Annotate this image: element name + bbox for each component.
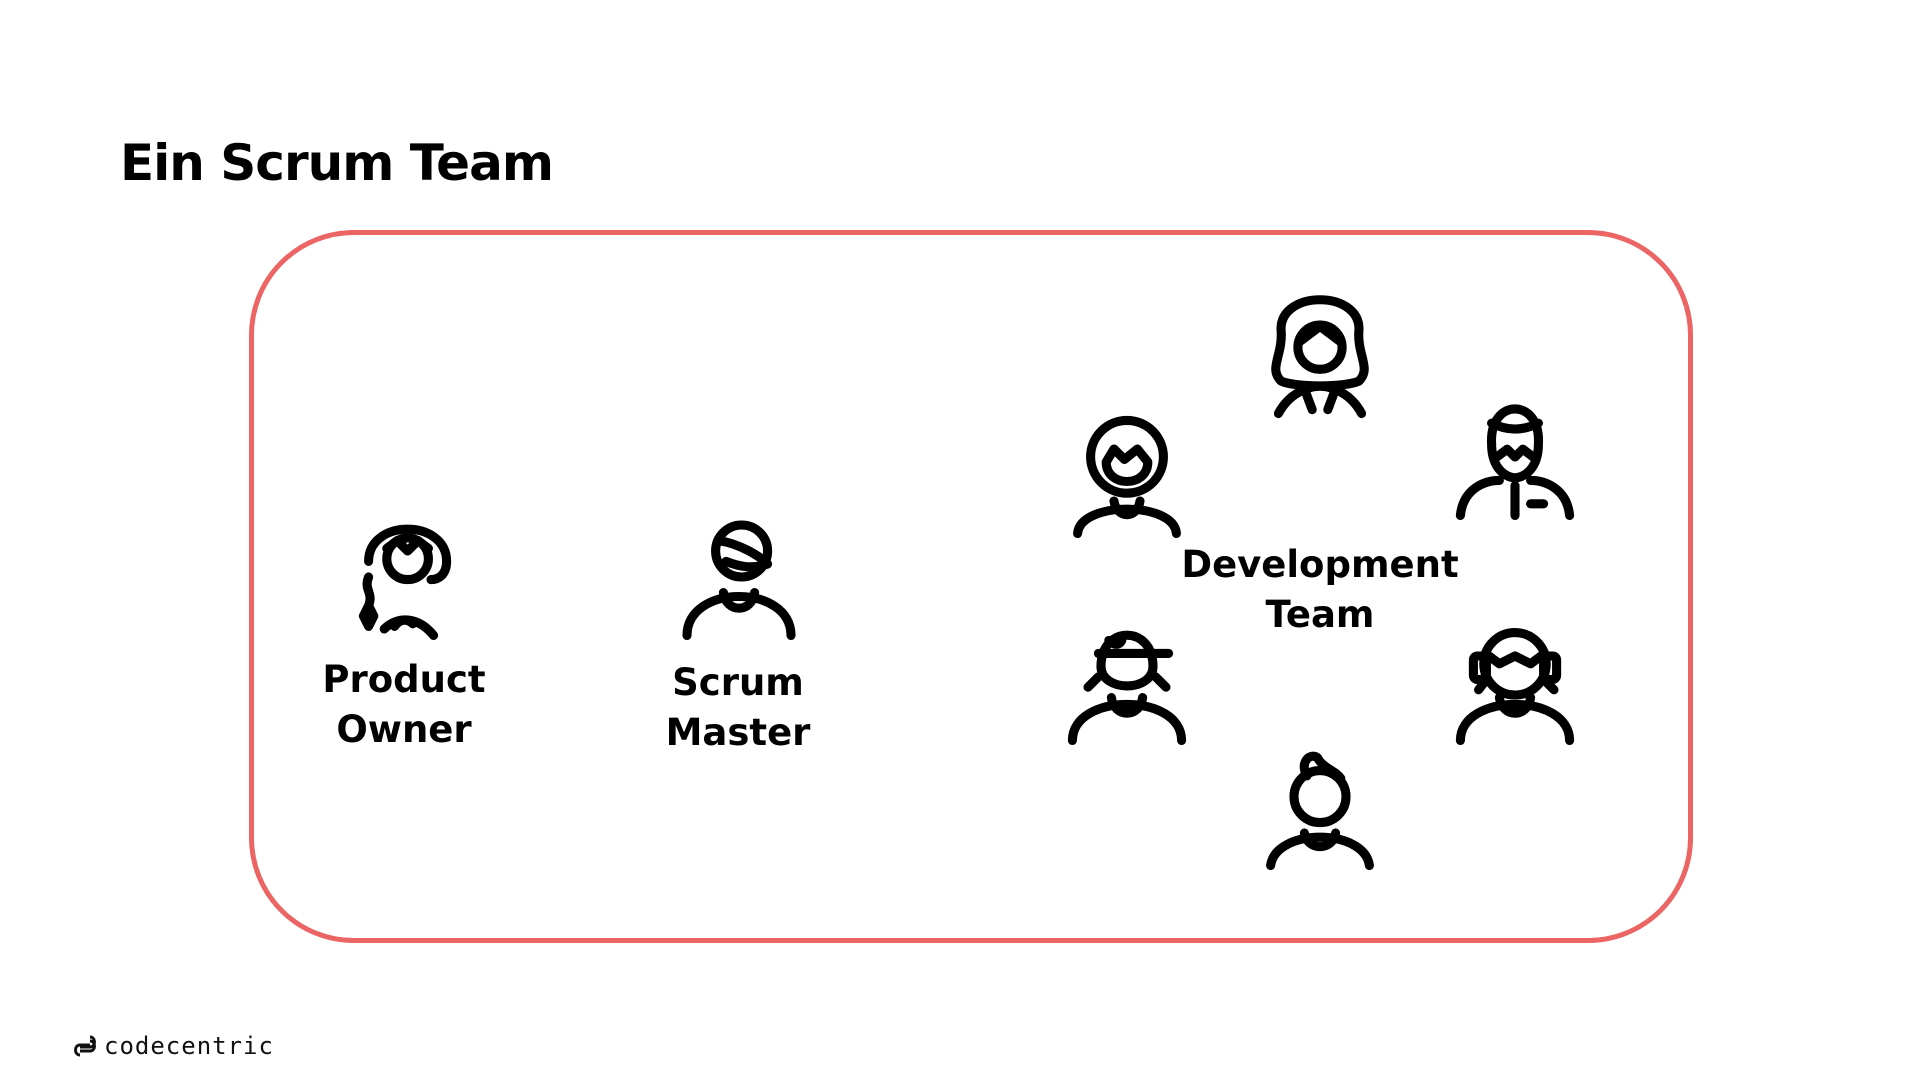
developer-headset-icon [1450, 617, 1580, 747]
product-owner-label: Product Owner [322, 655, 485, 755]
scrum-master-label: Scrum Master [666, 658, 811, 758]
scrum-master-icon [674, 512, 804, 642]
page-title: Ein Scrum Team [120, 134, 554, 192]
development-team-label-line1: Development [1181, 543, 1459, 586]
brand-name: codecentric [104, 1032, 274, 1060]
development-team-label: Development Team [1181, 540, 1458, 640]
scrum-team-frame [249, 230, 1693, 943]
codecentric-logo: codecentric [72, 1032, 274, 1060]
development-team-label-line2: Team [1265, 593, 1375, 636]
product-owner-icon [340, 512, 470, 642]
developer-cap-icon [1062, 617, 1192, 747]
scrum-master-label-line2: Master [665, 711, 811, 754]
developer-bun-hair-icon [1255, 742, 1385, 872]
developer-long-hair-icon [1255, 290, 1385, 420]
product-owner-label-line1: Product [322, 658, 486, 701]
product-owner-label-line2: Owner [336, 708, 472, 751]
developer-bearded-icon [1450, 392, 1580, 522]
codecentric-logo-icon [74, 1035, 96, 1057]
scrum-master-label-line1: Scrum [672, 661, 804, 704]
developer-curly-hair-icon [1062, 410, 1192, 540]
